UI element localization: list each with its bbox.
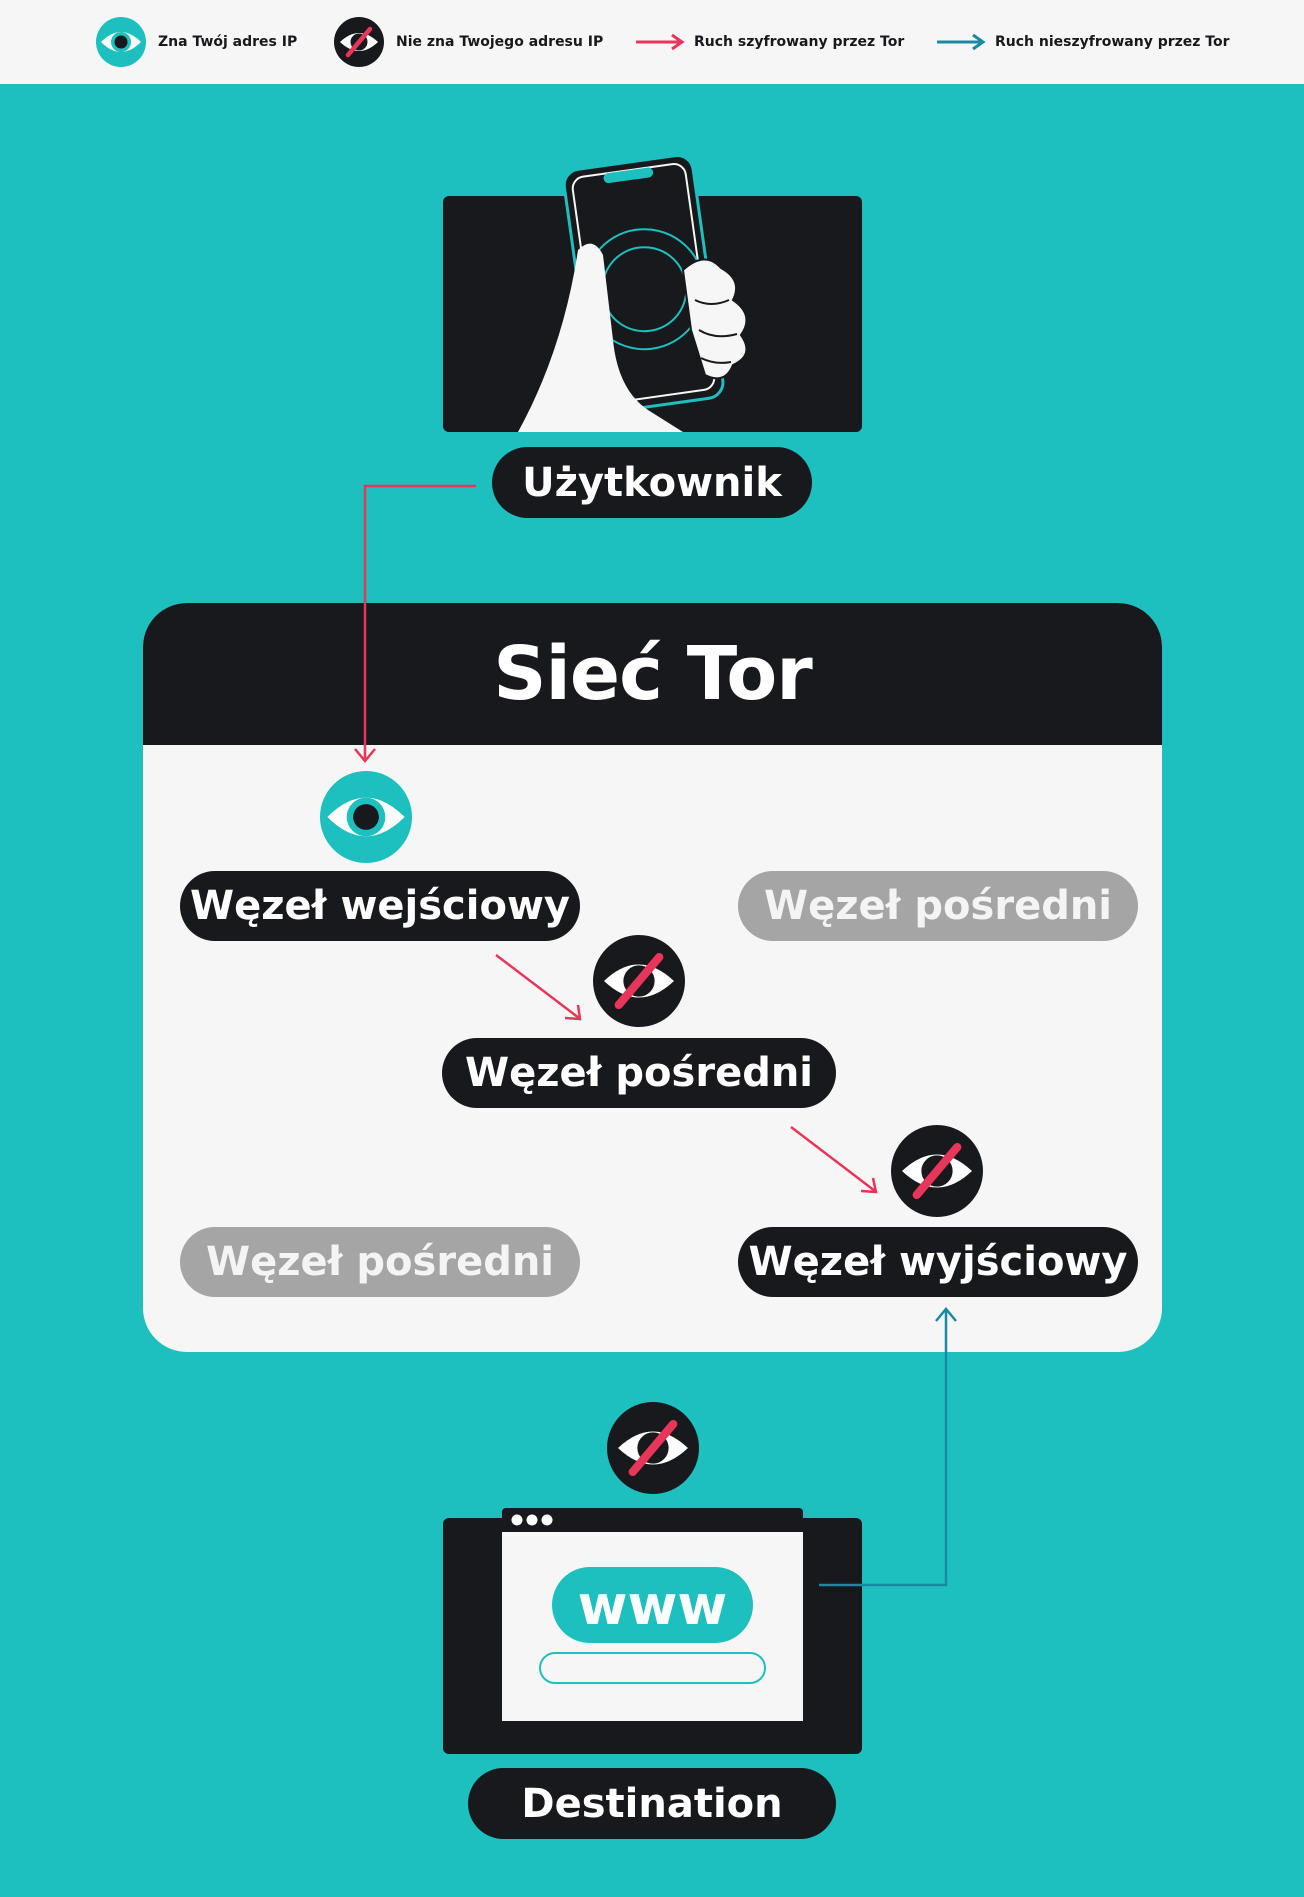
www-badge: www xyxy=(552,1567,753,1643)
eye-slash-icon xyxy=(607,1402,699,1494)
legend-label: Zna Twój adres IP xyxy=(158,34,298,50)
node-middle-inactive: Węzeł pośredni xyxy=(738,871,1138,941)
browser-tab-bar xyxy=(502,1508,803,1524)
browser-dots-icon xyxy=(511,1514,553,1526)
legend-item-unencrypted: Ruch nieszyfrowany przez Tor xyxy=(935,0,1230,84)
node-middle-active: Węzeł pośredni xyxy=(442,1038,836,1108)
hand-phone-icon xyxy=(443,153,862,432)
red-arrow-icon xyxy=(636,33,685,51)
tor-network-header: Sieć Tor xyxy=(143,603,1162,745)
eye-icon xyxy=(320,771,412,863)
destination-label: Destination xyxy=(468,1768,836,1839)
eye-slash-icon xyxy=(593,935,685,1027)
legend-label: Ruch nieszyfrowany przez Tor xyxy=(995,34,1230,50)
node-entry: Węzeł wejściowy xyxy=(180,871,580,941)
eye-slash-icon xyxy=(334,17,384,67)
eye-slash-icon xyxy=(891,1125,983,1217)
node-exit: Węzeł wyjściowy xyxy=(738,1227,1138,1297)
legend-item-knows-ip: Zna Twój adres IP xyxy=(96,0,297,84)
url-bar xyxy=(539,1652,766,1684)
eye-icon xyxy=(96,17,146,67)
tor-network-title: Sieć Tor xyxy=(493,631,812,717)
teal-arrow-icon xyxy=(937,33,986,51)
legend-item-not-knows-ip: Nie zna Twojego adresu IP xyxy=(334,0,603,84)
user-label: Użytkownik xyxy=(492,447,812,518)
legend-item-encrypted: Ruch szyfrowany przez Tor xyxy=(634,0,904,84)
legend-label: Nie zna Twojego adresu IP xyxy=(396,34,604,50)
legend-label: Ruch szyfrowany przez Tor xyxy=(694,34,905,50)
node-middle-inactive: Węzeł pośredni xyxy=(180,1227,580,1297)
legend-bar: Zna Twój adres IP Nie zna Twojego adresu… xyxy=(0,0,1304,84)
